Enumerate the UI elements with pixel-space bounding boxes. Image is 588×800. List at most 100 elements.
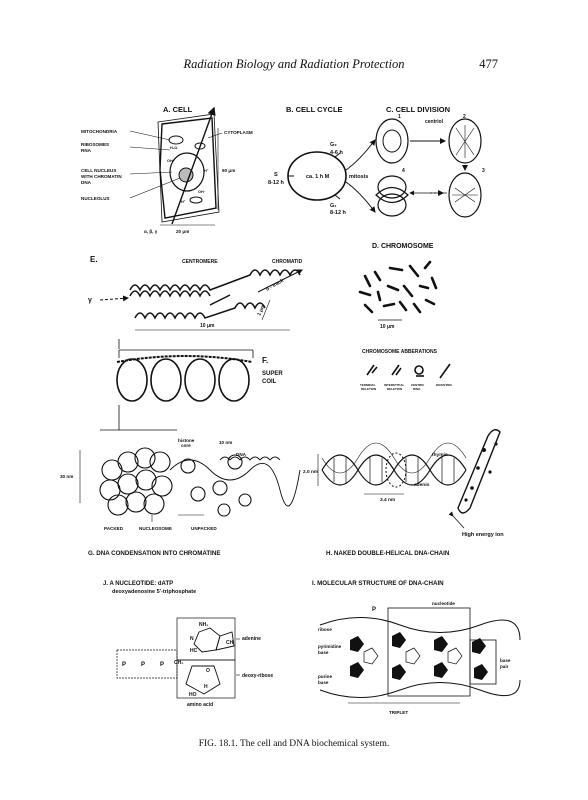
packed-chromatin [99, 447, 173, 516]
svg-text:I. MOLECULAR STRUCTURE OF DN: I. MOLECULAR STRUCTURE OF DNA-CHAIN [312, 580, 444, 587]
svg-text:H: H [204, 684, 208, 690]
svg-text:CENTROMERE: CENTROMERE [182, 259, 218, 265]
svg-text:base: base [318, 650, 329, 655]
svg-text:E.: E. [90, 255, 98, 264]
svg-text:H⁺: H⁺ [204, 168, 209, 173]
svg-text:B. CELL CYCLE: B. CELL CYCLE [286, 105, 343, 114]
svg-text:TERMINAL: TERMINAL [360, 383, 376, 387]
svg-text:thymin: thymin [432, 452, 448, 458]
panel-f-super-coil: F. SUPER COIL [116, 339, 283, 430]
svg-text:H⁺: H⁺ [181, 199, 186, 204]
svg-text:centriol: centriol [425, 119, 444, 125]
mitochondrion [168, 135, 184, 145]
svg-text:RIBOSOMES: RIBOSOMES [81, 142, 109, 147]
svg-text:1: 1 [398, 114, 401, 120]
svg-text:HO: HO [189, 692, 197, 698]
svg-text:COIL: COIL [262, 379, 277, 385]
svg-text:NUCLEOSOME: NUCLEOSOME [139, 526, 172, 531]
svg-text:base: base [500, 658, 511, 663]
svg-text:10 nm: 10 nm [219, 440, 232, 445]
svg-text:CHROMOSOME ABBERATIONS: CHROMOSOME ABBERATIONS [362, 349, 438, 355]
svg-text:CHROMATID: CHROMATID [272, 259, 303, 265]
svg-text:INTERSTITIAL: INTERSTITIAL [384, 383, 404, 387]
figure-caption: FIG. 18.1. The cell and DNA biochemical … [198, 739, 390, 749]
page-number: 477 [479, 57, 498, 71]
svg-text:8-12 h: 8-12 h [330, 210, 347, 216]
svg-text:O: O [206, 668, 210, 674]
svg-text:ribose: ribose [318, 627, 332, 632]
svg-text:10 μm: 10 μm [200, 323, 215, 329]
svg-text:NH₂: NH₂ [199, 622, 208, 628]
panel-a-title: A. CELL [163, 105, 193, 114]
svg-text:δ - track: δ - track [265, 278, 285, 293]
panel-c-cell-division: C. CELL DIVISION centriol 1 2 3 4 [375, 105, 485, 218]
svg-text:N: N [190, 636, 194, 642]
panel-j-nucleotide: J. A NUCLEOTIDE: dATP deoxyadenosine 5'-… [103, 581, 273, 708]
svg-text:amino acid: amino acid [187, 702, 213, 708]
nucleosome [180, 454, 252, 517]
svg-text:RING: RING [413, 387, 421, 391]
panel-b-cell-cycle: B. CELL CYCLE G₂ 4-6 h S 8-12 h ca. 1 h … [268, 105, 376, 216]
svg-text:CH₂: CH₂ [174, 660, 183, 666]
nucleolus [178, 167, 194, 183]
svg-text:SUPER: SUPER [262, 371, 283, 377]
svg-text:C. CELL DIVISION: C. CELL DIVISION [386, 105, 450, 114]
svg-text:DELETION: DELETION [387, 387, 402, 391]
svg-text:adenine: adenine [242, 636, 261, 642]
running-title: Radiation Biology and Radiation Protecti… [183, 57, 405, 71]
svg-text:4-6 h: 4-6 h [330, 150, 343, 156]
svg-text:WITH CHROMATIN: WITH CHROMATIN [81, 174, 122, 179]
svg-text:OH⁻: OH⁻ [167, 159, 175, 163]
svg-text:G₁: G₁ [330, 203, 337, 209]
svg-text:RNA: RNA [81, 148, 92, 153]
svg-text:High energy ion: High energy ion [462, 532, 504, 538]
svg-text:γ: γ [88, 297, 92, 304]
svg-text:CH: CH [226, 640, 234, 646]
svg-text:DELETION: DELETION [361, 387, 376, 391]
svg-text:pyrimidine: pyrimidine [318, 644, 342, 649]
svg-text:OH⁻: OH⁻ [198, 190, 206, 194]
svg-text:base: base [318, 680, 329, 685]
svg-text:S: S [274, 172, 278, 178]
svg-text:deoxy-ribose: deoxy-ribose [242, 673, 273, 679]
svg-text:UNPACKED: UNPACKED [191, 526, 217, 531]
svg-text:2: 2 [463, 114, 466, 120]
svg-text:nucleotide: nucleotide [432, 601, 455, 606]
panel-h-double-helix: thymin adenin 2.0 nm 3.4 nm High energy … [303, 429, 504, 557]
svg-text:adenin: adenin [414, 482, 430, 488]
svg-text:30 nm: 30 nm [60, 474, 73, 479]
svg-text:3: 3 [482, 168, 485, 174]
svg-text:CELL NUCLEUS: CELL NUCLEUS [81, 168, 116, 173]
svg-text:G₂: G₂ [330, 142, 337, 148]
svg-text:α, β, γ: α, β, γ [144, 229, 158, 234]
svg-text:J. A NUCLEOTIDE: dATP: J. A NUCLEOTIDE: dATP [103, 581, 173, 587]
svg-text:pair: pair [500, 664, 509, 669]
svg-text:purine: purine [318, 674, 332, 679]
svg-text:NUCLEOLUS: NUCLEOLUS [81, 196, 110, 201]
svg-text:P: P [160, 662, 164, 668]
svg-text:D. CHROMOSOME: D. CHROMOSOME [372, 243, 434, 250]
panel-e-chromatid: E. CENTROMERE CHROMATID δ - track γ 10 μ… [88, 255, 303, 331]
ion-track [457, 429, 501, 514]
panel-d-chromosome: D. CHROMOSOME 10 μm CHROMOSOME ABBERATIO… [358, 243, 453, 391]
svg-text:8-12 h: 8-12 h [268, 180, 285, 186]
svg-text:DICENTRIC: DICENTRIC [436, 383, 453, 387]
svg-text:PACKED: PACKED [104, 526, 124, 531]
svg-text:ca. 1 h M: ca. 1 h M [306, 174, 330, 180]
svg-text:CENTRIC: CENTRIC [411, 383, 425, 387]
svg-text:TRIPLET: TRIPLET [389, 710, 408, 715]
svg-text:P: P [141, 662, 145, 668]
svg-text:H. NAKED DOUBLE-HELICAL DNA-C: H. NAKED DOUBLE-HELICAL DNA-CHAIN [326, 550, 450, 557]
svg-text:HC: HC [190, 648, 198, 654]
svg-text:histone: histone [178, 438, 195, 443]
svg-text:mitosis: mitosis [349, 174, 368, 180]
svg-text:3.4 nm: 3.4 nm [380, 497, 395, 503]
panel-i-dna-structure: I. MOLECULAR STRUCTURE OF DNA-CHAIN P nu… [312, 580, 521, 715]
svg-text:20 μm: 20 μm [176, 229, 189, 234]
chromatid-coil [129, 269, 301, 320]
svg-text:G. DNA CONDENSATION INTO CHRO: G. DNA CONDENSATION INTO CHROMATINE [88, 550, 220, 557]
svg-text:CYTOPLASM: CYTOPLASM [224, 130, 253, 135]
svg-text:60 μm: 60 μm [222, 168, 235, 173]
svg-text:10 μm: 10 μm [380, 324, 395, 330]
